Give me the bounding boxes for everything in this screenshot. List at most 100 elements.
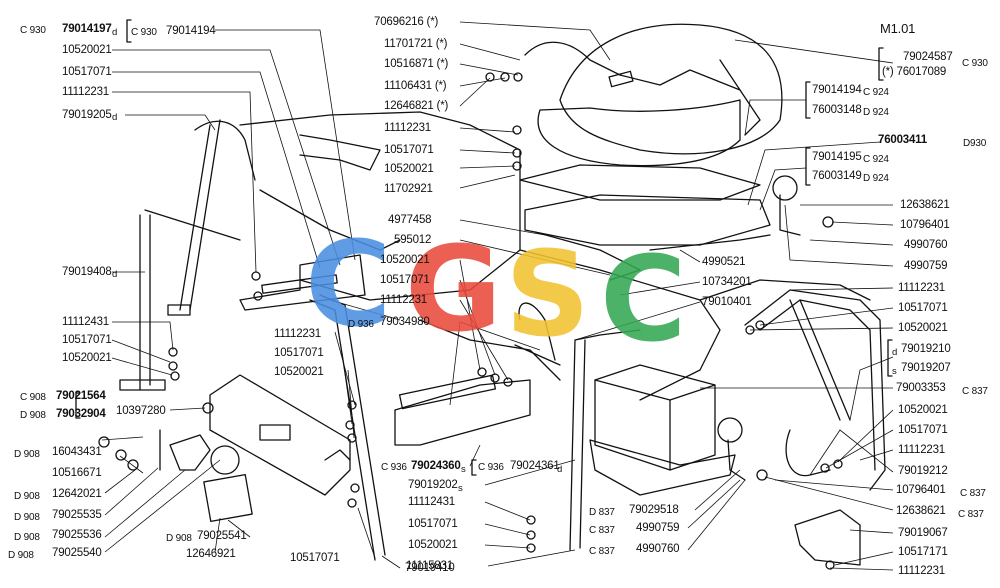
part-label: 16043431 <box>52 446 102 458</box>
seat-rail <box>534 231 641 281</box>
part-label: C 837 <box>960 488 986 499</box>
part-label: C 837 <box>589 525 615 536</box>
part-label: 4990759 <box>636 522 680 534</box>
part-label: 79019205 <box>62 109 112 121</box>
part-label: D 908 <box>14 532 40 543</box>
watermark-letter-c1: C <box>305 215 392 353</box>
part-label: 79024360 <box>411 460 461 472</box>
part-label: 11112231 <box>274 328 322 340</box>
part-label: 11702921 <box>384 183 433 195</box>
part-label: 12638621 <box>896 505 946 517</box>
part-label: 10520021 <box>408 539 458 551</box>
part-label: 10796401 <box>900 219 950 231</box>
part-label: 11112431 <box>408 496 456 508</box>
part-label: D 908 <box>20 410 46 421</box>
part-label: C 930 <box>20 25 46 36</box>
mid-tube-left <box>569 329 641 551</box>
lower-body <box>419 319 561 381</box>
part-label: 10796401 <box>896 484 946 496</box>
part-label: D 908 <box>14 491 40 502</box>
part-label: D 837 <box>589 507 615 518</box>
part-label: 76003149 <box>812 170 862 182</box>
part-label: 79025535 <box>52 509 102 521</box>
label-bracket-c930 <box>126 19 132 43</box>
part-label: 10517071 <box>898 424 948 436</box>
part-label: D 924 <box>863 107 889 118</box>
mounting-plate <box>209 374 351 496</box>
right-frame-loop <box>744 289 886 491</box>
part-label: 10520021 <box>380 254 430 266</box>
part-label: 10517071 <box>62 66 112 78</box>
part-label: 10517171 <box>898 546 948 558</box>
belt-strap-right <box>719 59 761 136</box>
part-label: 11112231 <box>62 86 110 98</box>
plate-bend <box>324 449 351 461</box>
knob-upper-stem <box>779 194 801 236</box>
part-label: 10517071 <box>62 334 112 346</box>
part-label: D 908 <box>8 550 34 561</box>
part-label: 79024361 <box>510 460 560 472</box>
right-frame-tube <box>789 299 851 421</box>
watermark-letter-s: S <box>505 225 590 363</box>
part-label: 12646821 (*) <box>384 100 449 112</box>
label-bracket-top-right <box>878 47 884 81</box>
part-label: d <box>892 347 898 358</box>
part-label: D 908 <box>14 449 40 460</box>
part-label: 4990760 <box>904 239 948 251</box>
part-label: 10517071 <box>898 302 948 314</box>
part-label: 4977458 <box>388 214 432 226</box>
part-label: 79019408 <box>62 266 112 278</box>
part-label: 79029518 <box>629 504 679 516</box>
seat-backrest <box>559 23 783 155</box>
knob-upper <box>772 175 798 201</box>
knob-lower-stem <box>727 439 746 481</box>
part-label: 79024587 <box>903 51 953 63</box>
part-label: 11112431 <box>62 316 110 328</box>
part-label: 11106431 (*) <box>384 80 447 92</box>
part-label: 11112231 <box>384 122 432 134</box>
part-label: 10517071 <box>384 144 434 156</box>
part-label: C 908 <box>20 392 46 403</box>
part-label: 79019067 <box>898 527 948 539</box>
part-label: 79014197 <box>62 23 112 35</box>
label-bracket-d-s <box>887 339 893 377</box>
right-fender <box>699 279 871 301</box>
part-label: 79014194 <box>812 84 862 96</box>
part-label: 10520021 <box>898 404 948 416</box>
part-label: 12646921 <box>186 548 236 560</box>
part-label: d <box>112 269 118 280</box>
part-label: D 924 <box>863 173 889 184</box>
left-frame-tube <box>179 119 221 311</box>
part-label: D930 <box>963 138 987 149</box>
label-bracket-c924-2 <box>805 147 811 186</box>
part-label: C 936 <box>381 462 407 473</box>
center-tube <box>309 294 386 561</box>
part-label: 10520021 <box>62 44 112 56</box>
watermark-letter-g: G <box>405 220 502 358</box>
part-label: 10520021 <box>898 322 948 334</box>
watermark-letter-c2: C <box>600 230 687 368</box>
part-label: 79019410 <box>405 562 455 574</box>
part-label: 10517071 <box>380 274 430 286</box>
part-label: 10520021 <box>384 163 434 175</box>
seat-rail-right <box>649 234 771 251</box>
part-label: C 924 <box>863 87 889 98</box>
part-label: d <box>112 27 118 38</box>
part-label: 10517071 <box>408 518 458 530</box>
right-frame-inner <box>759 299 876 471</box>
part-label: 10517071 <box>290 552 340 564</box>
part-label: 11112231 <box>898 444 946 456</box>
part-label: 79032904 <box>56 408 106 420</box>
part-label: 10516871 (*) <box>384 58 449 70</box>
toolbox-lid <box>589 439 736 496</box>
center-body <box>519 249 721 401</box>
seat-belt <box>524 41 741 91</box>
part-label: 11701721 (*) <box>384 38 448 50</box>
seat-cushion <box>537 99 741 167</box>
part-label: 12638621 <box>900 199 950 211</box>
part-label: 11112231 <box>380 294 428 306</box>
part-label: 79014195 <box>812 151 862 163</box>
step-mat <box>398 374 497 410</box>
latch-plate <box>203 474 253 522</box>
